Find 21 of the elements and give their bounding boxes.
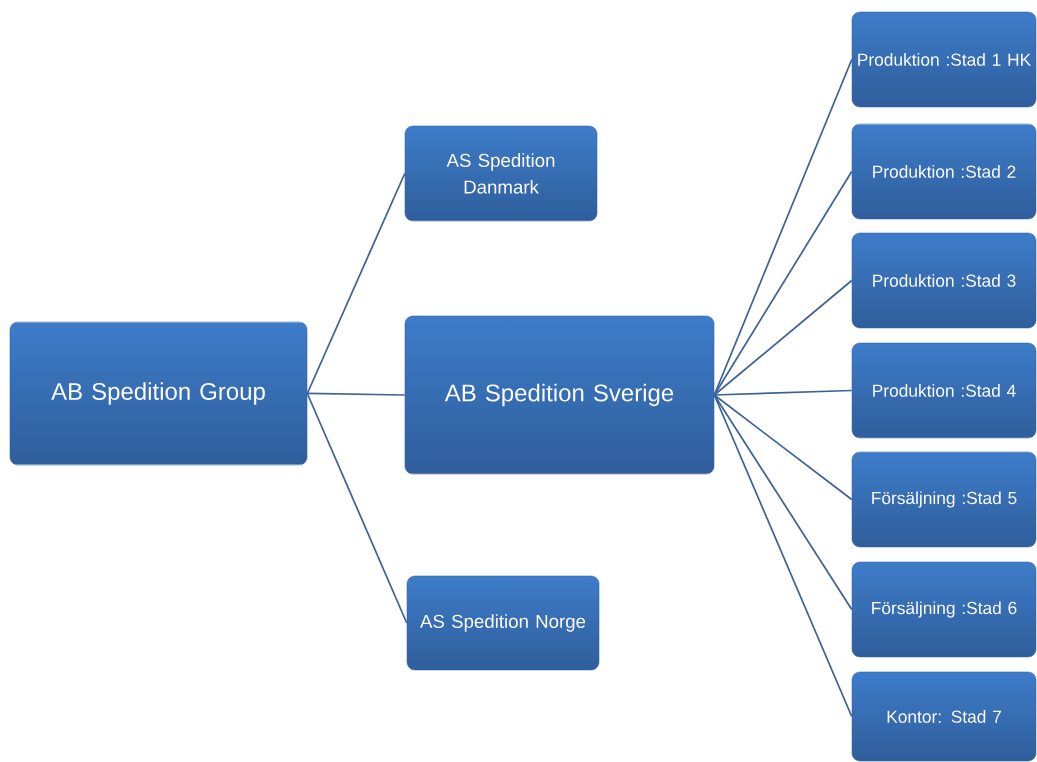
connector-line <box>713 394 853 611</box>
connector-line <box>306 172 406 395</box>
org-box: AS Spedition Danmark <box>404 125 598 222</box>
connector-line <box>713 279 853 396</box>
org-box: Produktion :Stad 1 HK <box>851 11 1037 108</box>
org-box: Produktion :Stad 3 <box>851 232 1037 329</box>
connector-line <box>713 394 853 501</box>
org-box: AB Spedition Sverige <box>404 315 715 475</box>
connector-line <box>713 394 853 718</box>
org-box: Försäljning :Stad 5 <box>851 451 1037 548</box>
connector-line <box>306 392 408 624</box>
connector-line <box>306 392 406 396</box>
org-box: Produktion :Stad 4 <box>851 342 1037 439</box>
connector-line <box>713 389 853 396</box>
connector-line <box>713 170 853 396</box>
org-box: Produktion :Stad 2 <box>851 123 1037 220</box>
org-box: AS Spedition Norge <box>406 575 600 671</box>
org-box: Kontor: Stad 7 <box>851 671 1037 762</box>
org-box: Försäljning :Stad 6 <box>851 561 1037 658</box>
connector-line <box>713 58 853 396</box>
org-box: AB Spedition Group <box>9 321 308 466</box>
